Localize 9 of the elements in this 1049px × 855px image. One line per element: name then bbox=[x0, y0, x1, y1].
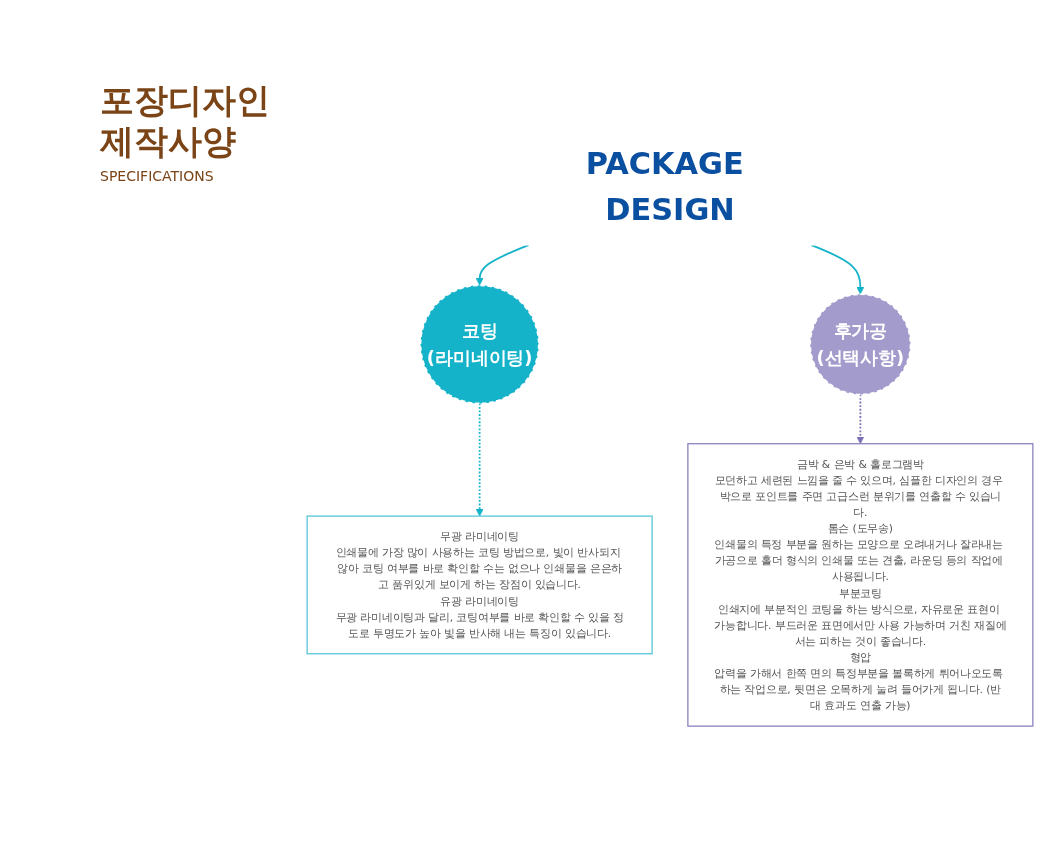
node-box: 금박 & 은박 & 홀로그램박 모던하고 세련된 느낌을 줄 수 있으며, 심플한 디자인의 경우 박으로 포인트를 주면 고급스런 분위기를 연출할 수 있습니다. 톰슨 (도무송) 인쇄물의 특정 부분을 원하는 모양으로 오려내거나 잘라내는 가공으로 홀더 형식의 인쇄물 또는 견출, 라운딩 등의 작업에 사용됩니다. 부분코팅 인쇄지에 부분적인 코팅을 하는 방식으로, 자유로운 표현이 가능합니다. 부드러운 표면에서만 사용 가능하며 거친 재질에서는 피하는 것이 좋습니다. 형압 압력을 가해서 한쪽 면의 특정부분을 볼록하게 튀어나오도록 하는 작업으로, 뒷면은 오목하게 눌려 들어가게 됩니다. (반대 효과도 연출 가능) bbox=[687, 443, 1034, 727]
arrow bbox=[856, 393, 865, 445]
title: 포장디자인 제작사양 bbox=[100, 80, 271, 162]
node-text: PACKAGE DESIGN bbox=[585, 145, 744, 228]
node-circle: 후가공 (선택사항) bbox=[809, 293, 912, 396]
node-box: 무광 라미네이팅 인쇄물에 가장 많이 사용하는 코팅 방법으로, 빛이 반사되지 않아 코팅 여부를 바로 확인할 수는 없으나 인쇄물을 은은하고 품위있게 보이게 하는 장점이 있습니다. 유광 라미네이팅 무광 라미네이팅과 달리, 코팅여부를 바로 확인할 수 있을 정도로 투명도가 높아 빛을 반사해 내는 특징이 있습니다. bbox=[306, 515, 653, 655]
subtitle: SPECIFICATIONS bbox=[100, 167, 215, 184]
arrow bbox=[475, 402, 484, 517]
node-circle: 코팅 (라미네이팅) bbox=[419, 284, 540, 405]
